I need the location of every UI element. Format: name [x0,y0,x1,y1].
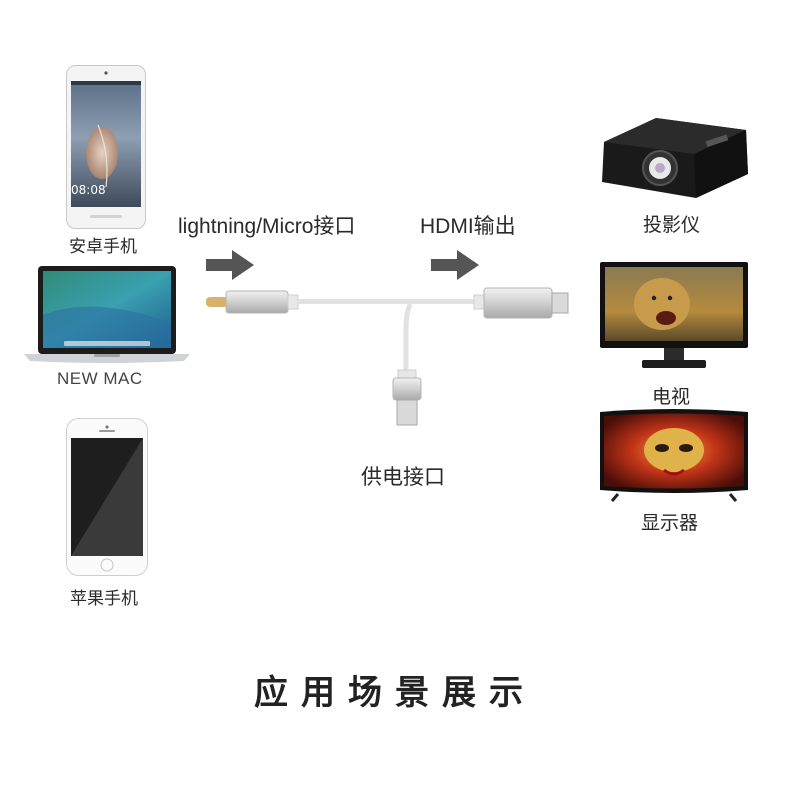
monitor-label: 显示器 [641,512,699,534]
macbook-image [24,265,190,365]
output-connector-label: HDMI输出 [420,215,516,238]
mac-label: NEW MAC [57,369,143,388]
iphone-label: 苹果手机 [70,589,138,609]
monitor-image [598,408,750,502]
tv-image [600,262,748,372]
tv-label: 电视 [652,386,691,408]
input-arrow-icon [206,250,254,284]
hdmi-adapter-cable [200,280,580,430]
page-title: 应用场景展示 [254,673,536,713]
projector-image [596,112,752,202]
iphone-image [66,418,148,576]
android-phone-image [66,65,146,229]
android-label: 安卓手机 [69,237,137,257]
input-connector-label: lightning/Micro接口 [178,215,356,238]
output-arrow-icon [431,250,479,284]
android-clock: 08:08 [71,183,106,197]
power-connector-label: 供电接口 [361,466,445,489]
projector-label: 投影仪 [643,214,701,236]
